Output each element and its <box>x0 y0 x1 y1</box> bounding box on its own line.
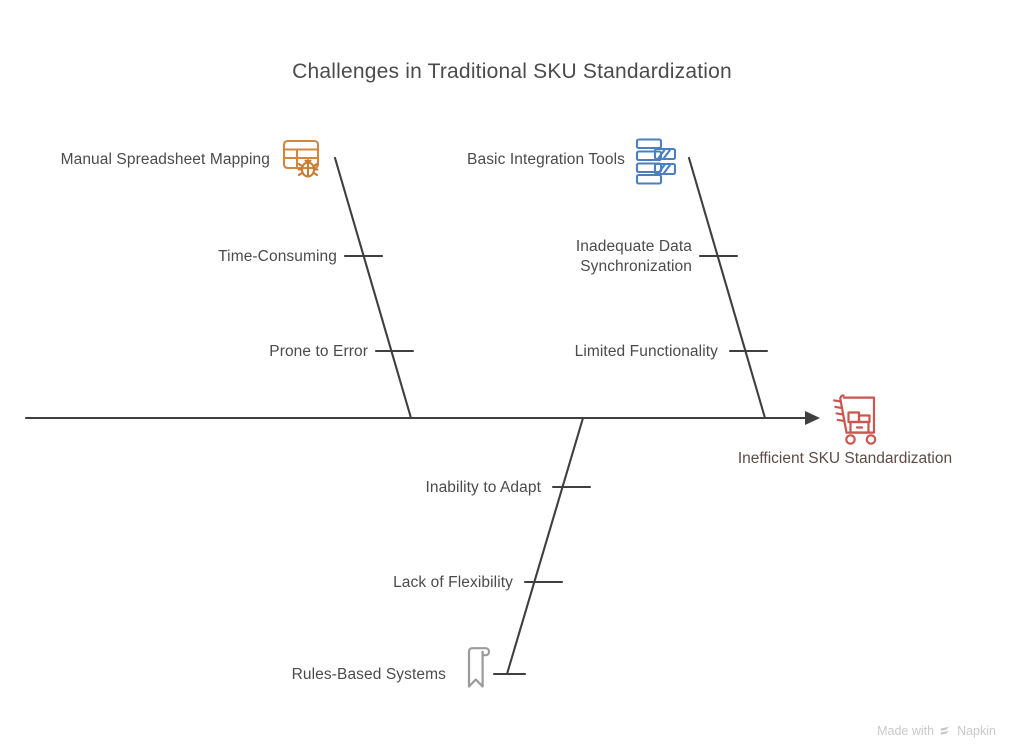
stacked-bars-icon <box>635 138 677 185</box>
spreadsheet-bug-icon <box>282 139 320 178</box>
napkin-logo-icon <box>940 726 950 735</box>
spine-arrowhead <box>805 411 820 425</box>
branch-spine <box>333 156 413 420</box>
effect-label: Inefficient SKU Standardization <box>737 450 953 467</box>
spine-group <box>24 411 820 425</box>
watermark-prefix: Made with <box>877 724 935 738</box>
branch-basic-integration-tools <box>687 156 769 420</box>
napkin-watermark: Made with Napkin <box>877 724 996 738</box>
branch-label-manual-spreadsheet-mapping: Manual Spreadsheet Mapping <box>60 151 270 168</box>
cause-label-inability-to-adapt: Inability to Adapt <box>425 479 541 496</box>
branch-spine <box>687 156 767 420</box>
cause-label-lack-of-flexibility: Lack of Flexibility <box>393 574 513 591</box>
cause-label-prone-to-error: Prone to Error <box>269 343 368 360</box>
watermark-brand: Napkin <box>957 724 996 738</box>
branch-label-rules-based-systems: Rules-Based Systems <box>291 666 446 683</box>
page-title: Challenges in Traditional SKU Standardiz… <box>292 60 732 83</box>
cause-label-time-consuming: Time-Consuming <box>218 248 337 265</box>
cause-label-line-1: Inadequate Data <box>575 238 692 255</box>
branch-rules-based-systems <box>492 416 592 676</box>
cause-label-limited-functionality: Limited Functionality <box>574 343 718 360</box>
branch-spine <box>505 416 585 676</box>
cause-label-line-2: Synchronization <box>580 258 692 275</box>
hand-truck-icon <box>833 394 877 445</box>
scroll-icon <box>467 647 491 688</box>
branch-manual-spreadsheet-mapping <box>333 156 415 420</box>
branch-label-basic-integration-tools: Basic Integration Tools <box>467 151 625 168</box>
